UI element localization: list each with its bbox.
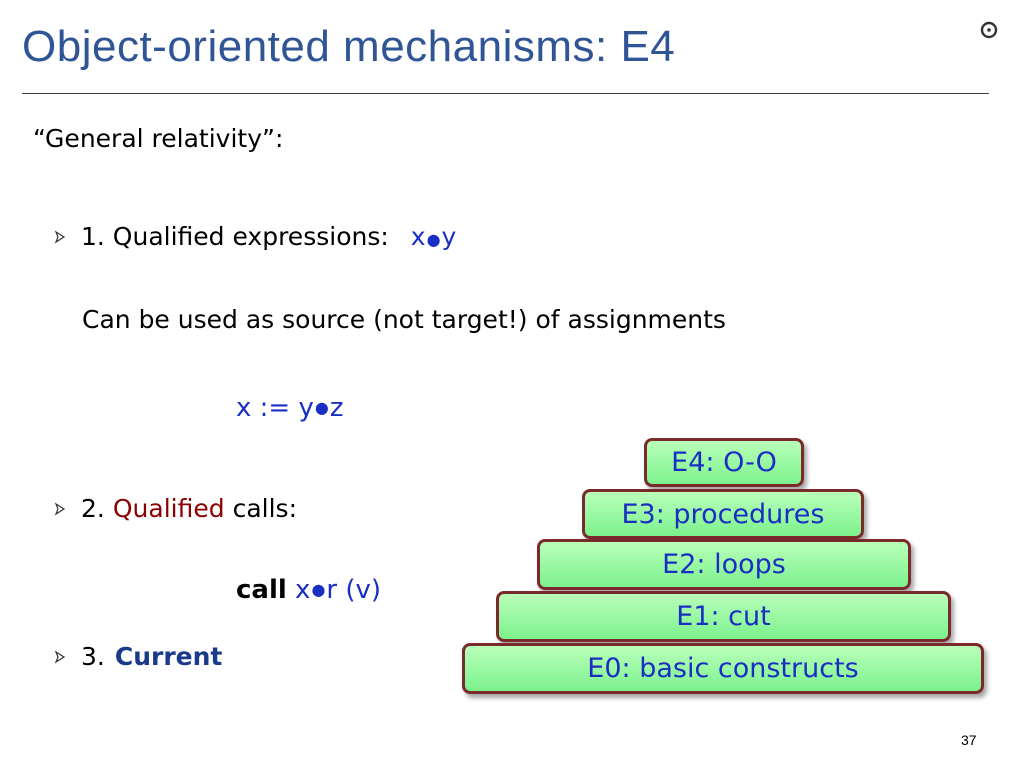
assignment-example: x := y●z: [236, 393, 343, 423]
code-y: y: [441, 222, 457, 251]
assign-op: :=: [259, 393, 291, 423]
current-keyword: Current: [114, 642, 223, 671]
assign-y: y: [298, 393, 314, 423]
bullet-arrow-icon: [54, 230, 66, 243]
intro-text: “General relativity”:: [33, 124, 284, 153]
bullet-qualified-calls: 2. Qualified calls:: [53, 494, 297, 523]
title-divider: [22, 93, 989, 94]
dot-icon: ●: [314, 398, 329, 417]
bullet2-emphasis: Qualified: [112, 494, 225, 523]
pyramid-level-e4: E4: O-O: [644, 438, 804, 487]
bullet-current: 3. Current: [53, 642, 222, 671]
pyramid-level-e0: E0: basic constructs: [462, 643, 984, 694]
dot-icon: ●: [426, 230, 441, 249]
assignment-note: Can be used as source (not target!) of a…: [82, 305, 726, 334]
call-feature: r: [326, 575, 338, 605]
code-x: x: [410, 222, 426, 251]
slide-title: Object-oriented mechanisms: E4: [22, 22, 676, 71]
bullet-qualified-expressions: 1. Qualified expressions: x ● y: [53, 222, 456, 251]
call-args: (v): [345, 575, 382, 605]
bullet3-number: 3.: [81, 642, 105, 671]
call-example: call x●r (v): [236, 575, 381, 605]
call-target: x: [295, 575, 311, 605]
pyramid-level-e3: E3: procedures: [582, 489, 864, 539]
bullet-arrow-icon: [54, 502, 66, 515]
bullet2-number: 2.: [81, 494, 105, 523]
bullet2-suffix: calls:: [232, 494, 297, 523]
eth-logo-icon: [980, 21, 998, 39]
assign-z: z: [329, 393, 344, 423]
pyramid-level-e2: E2: loops: [537, 539, 911, 590]
bullet-arrow-icon: [54, 650, 66, 663]
bullet1-text: 1. Qualified expressions:: [81, 222, 389, 251]
call-keyword: call: [236, 575, 287, 605]
pyramid-level-e1: E1: cut: [496, 591, 951, 642]
dot-icon: ●: [311, 580, 326, 599]
assign-lhs: x: [236, 393, 252, 423]
page-number: 37: [961, 732, 977, 748]
